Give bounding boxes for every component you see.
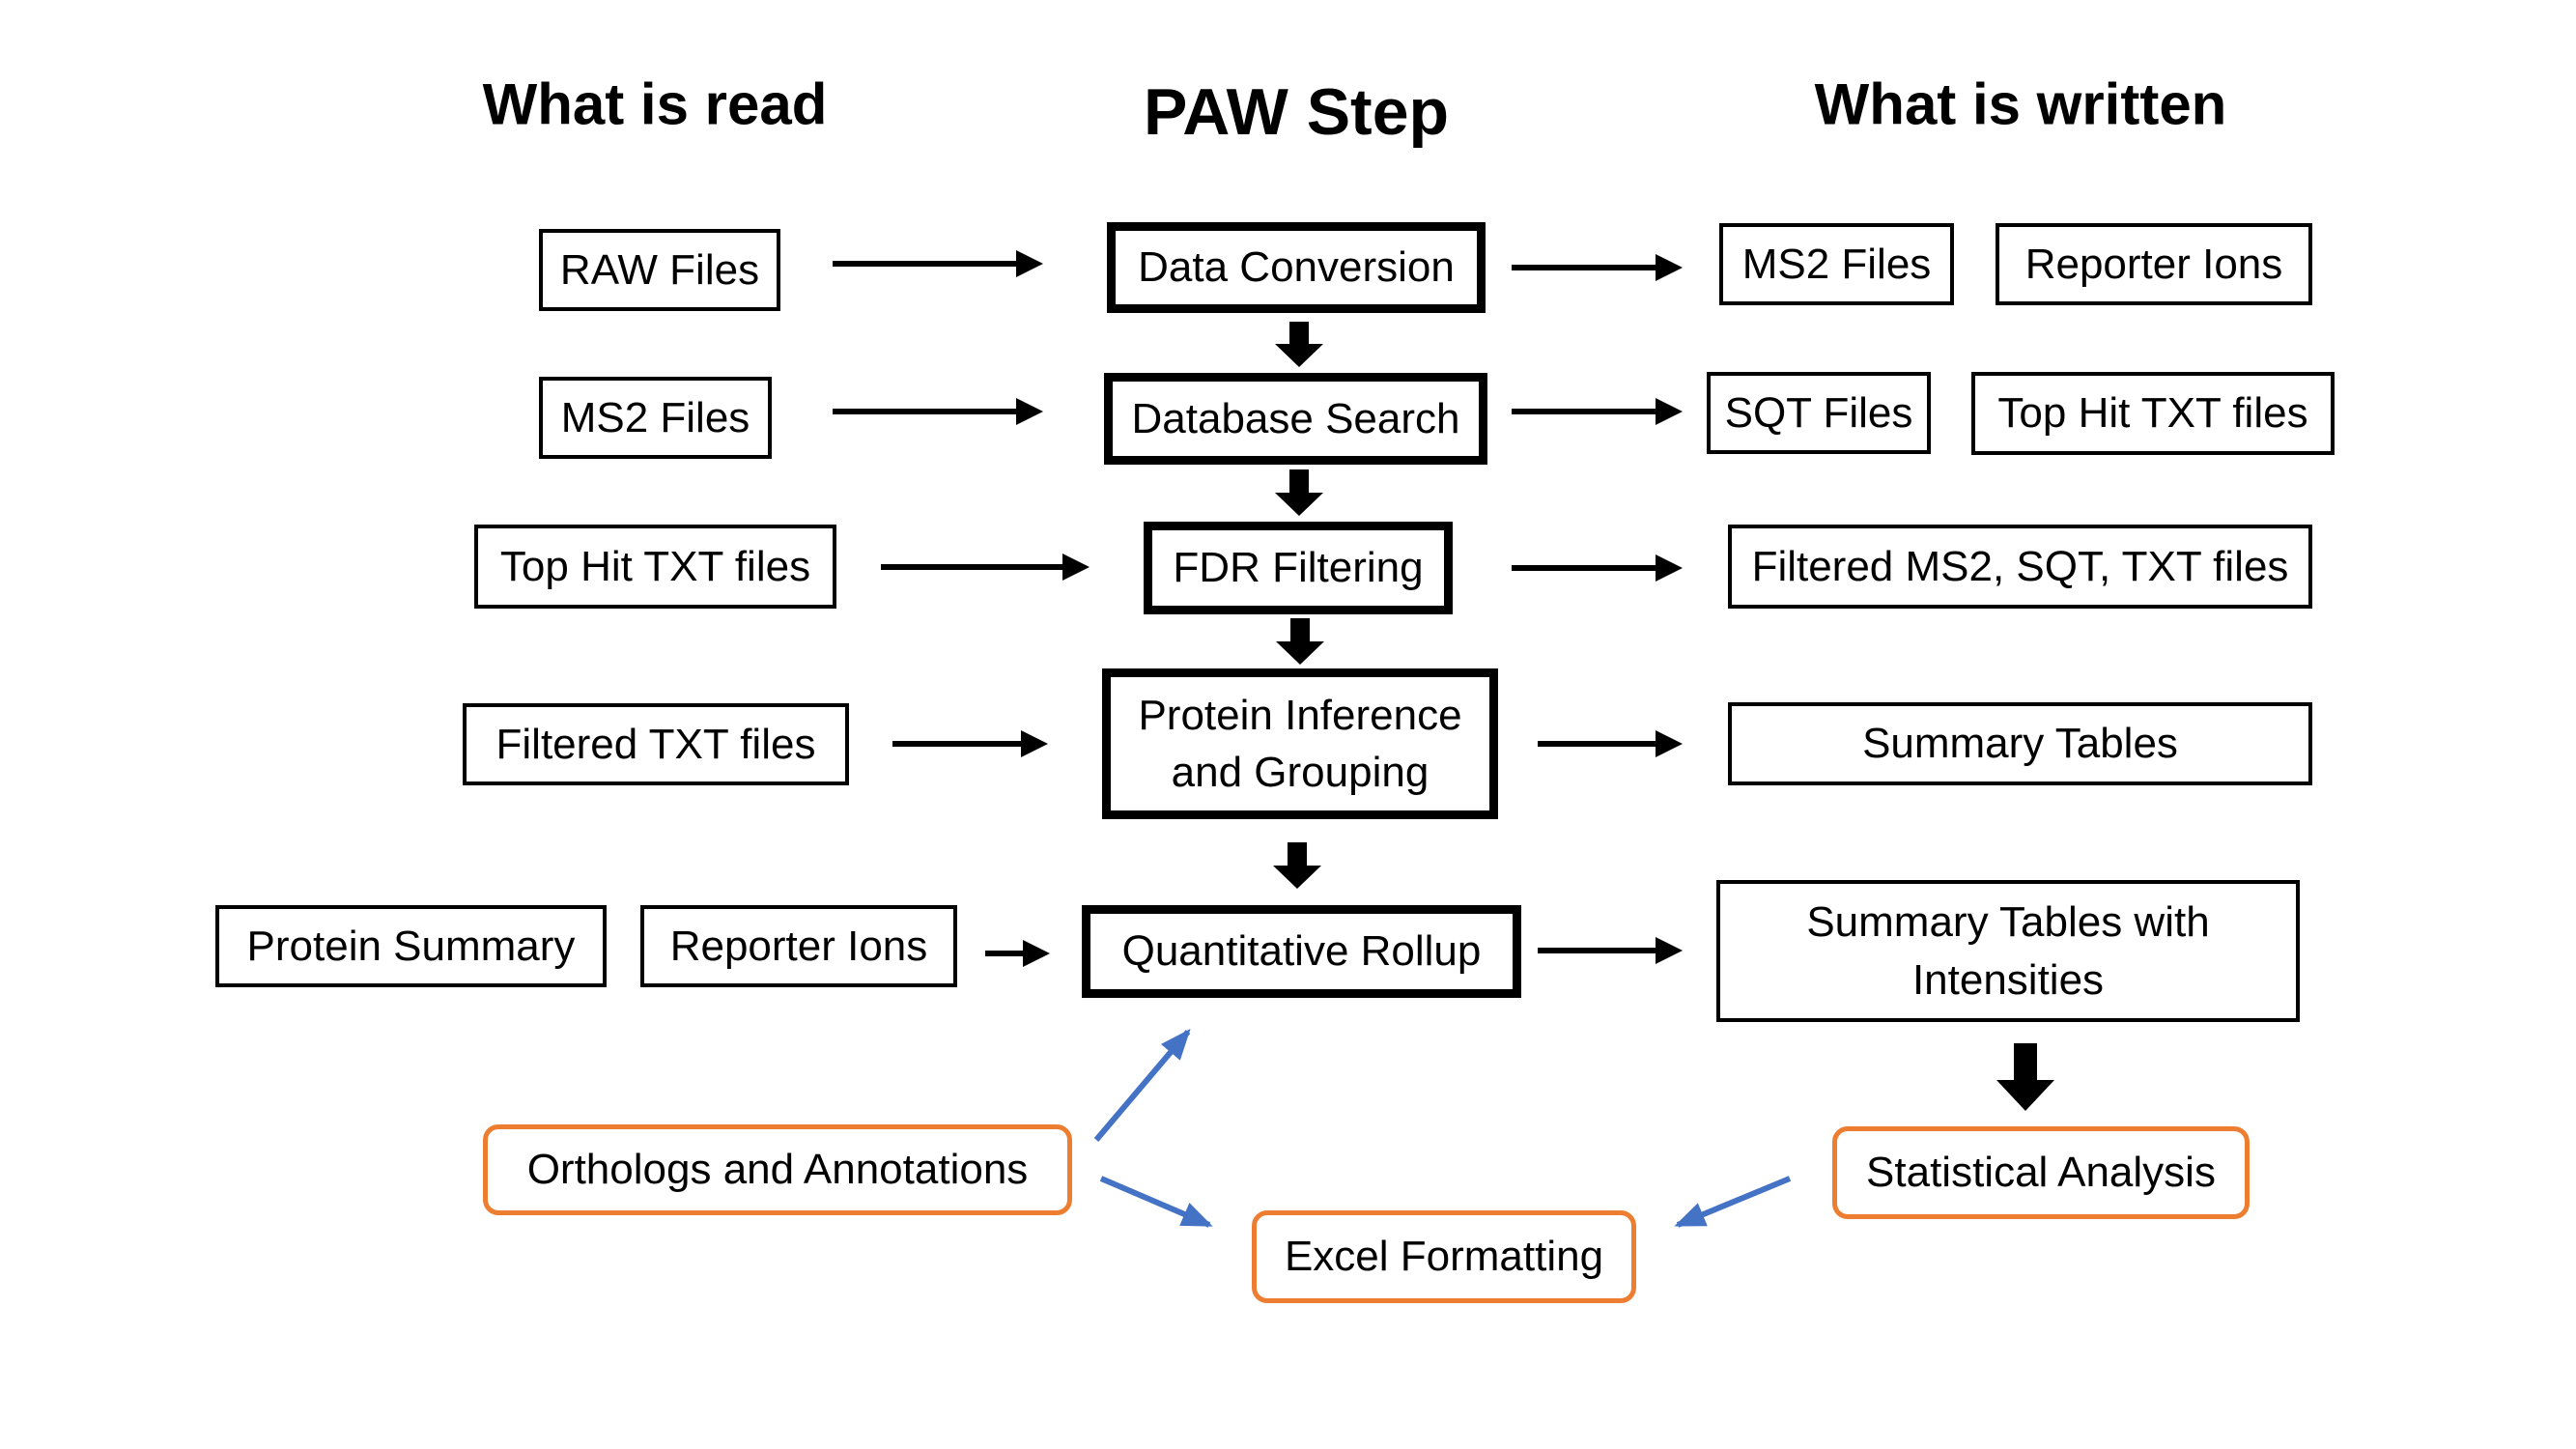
- written-ms2-files: MS2 Files: [1719, 223, 1954, 305]
- step-database-search: Database Search: [1104, 373, 1487, 465]
- down-arrow-5: [1996, 1043, 2054, 1111]
- read-protein-summary: Protein Summary: [215, 905, 607, 987]
- header-what-is-written: What is written: [1814, 71, 2227, 137]
- blue-arrow-to-excel-left: [1099, 1176, 1213, 1228]
- input-arrow-rollup: [985, 940, 1050, 967]
- input-arrow-ms2: [833, 398, 1043, 425]
- output-arrow-conversion: [1512, 254, 1683, 281]
- orthologs-annotations: Orthologs and Annotations: [483, 1124, 1072, 1215]
- read-ms2-files: MS2 Files: [539, 377, 772, 459]
- down-arrow-2: [1275, 469, 1323, 516]
- written-sqt-files: SQT Files: [1707, 372, 1931, 454]
- step-protein-inference-line1: Protein Inference: [1138, 691, 1462, 739]
- header-paw-step: PAW Step: [1143, 75, 1450, 149]
- written-summary-tables: Summary Tables: [1728, 702, 2312, 785]
- down-arrow-1: [1275, 322, 1323, 367]
- read-raw-files: RAW Files: [539, 229, 780, 311]
- down-arrow-4: [1273, 842, 1321, 889]
- read-reporter-ions: Reporter Ions: [640, 905, 957, 987]
- input-arrow-raw: [833, 250, 1043, 277]
- input-arrow-top-hit: [881, 554, 1090, 581]
- blue-arrow-to-rollup: [1093, 1028, 1191, 1142]
- header-what-is-read: What is read: [482, 71, 828, 137]
- output-arrow-inference: [1538, 730, 1683, 757]
- down-arrow-3: [1276, 618, 1324, 665]
- step-fdr-filtering: FDR Filtering: [1144, 522, 1453, 614]
- step-quantitative-rollup: Quantitative Rollup: [1082, 905, 1521, 998]
- written-summary-intensities-line2: Intensities: [1911, 955, 2105, 1004]
- output-arrow-search: [1512, 398, 1683, 425]
- written-summary-intensities: Summary Tables with Intensities: [1716, 880, 2300, 1022]
- blue-arrow-to-excel-right: [1674, 1176, 1792, 1228]
- written-reporter-ions: Reporter Ions: [1996, 223, 2312, 305]
- step-data-conversion: Data Conversion: [1107, 222, 1486, 313]
- read-filtered-txt: Filtered TXT files: [463, 703, 849, 785]
- written-top-hit-txt: Top Hit TXT files: [1971, 372, 2335, 455]
- step-protein-inference: Protein Inference and Grouping: [1102, 668, 1498, 819]
- excel-formatting: Excel Formatting: [1252, 1210, 1636, 1303]
- step-protein-inference-line2: and Grouping: [1171, 749, 1430, 796]
- read-top-hit-txt: Top Hit TXT files: [474, 525, 836, 609]
- statistical-analysis: Statistical Analysis: [1832, 1126, 2250, 1219]
- output-arrow-fdr: [1512, 554, 1683, 582]
- written-filtered-files: Filtered MS2, SQT, TXT files: [1728, 525, 2312, 609]
- output-arrow-rollup: [1538, 937, 1683, 964]
- written-summary-intensities-line1: Summary Tables with: [1806, 898, 2210, 947]
- input-arrow-filtered-txt: [892, 730, 1048, 757]
